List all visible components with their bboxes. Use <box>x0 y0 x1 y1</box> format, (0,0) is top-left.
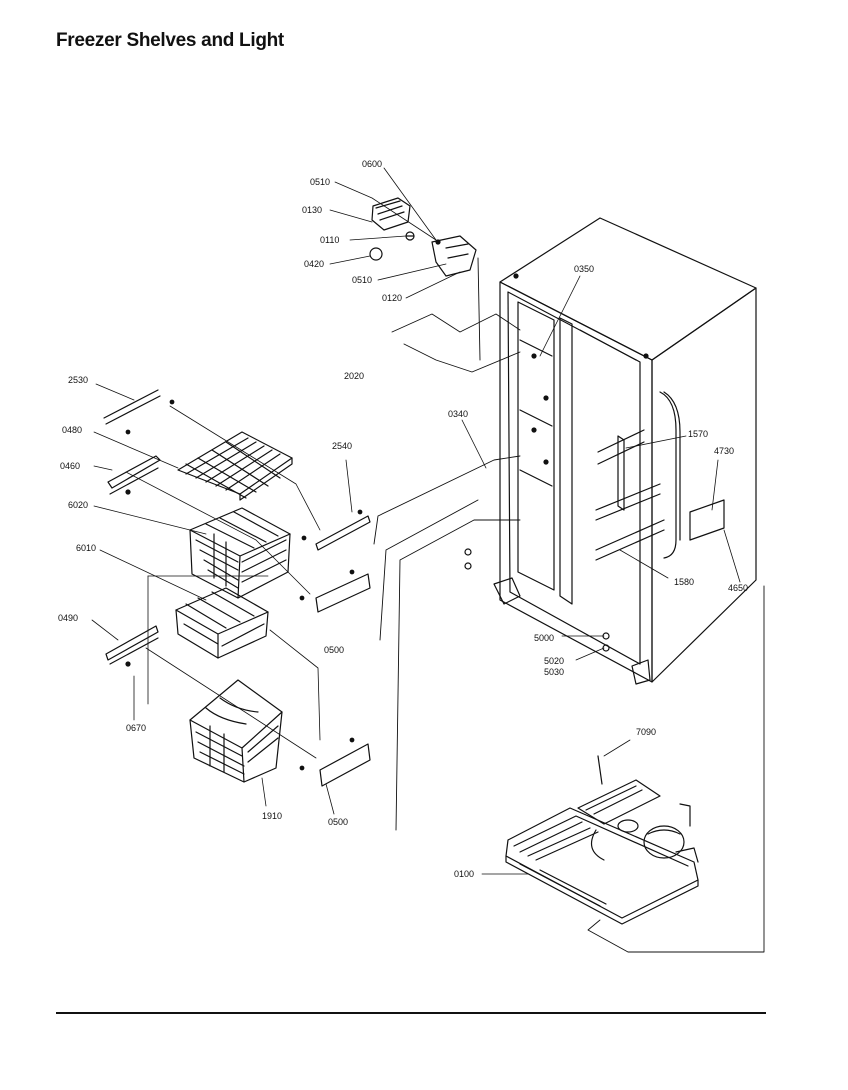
callout-1910: 1910 <box>262 811 283 821</box>
callout-0460: 0460 <box>60 461 81 471</box>
callout-0420: 0420 <box>304 259 325 269</box>
callout-5030: 5030 <box>544 667 565 677</box>
callout-0490: 0490 <box>58 613 79 623</box>
callout-0500-upper: 0500 <box>324 645 345 655</box>
callout-0130: 0130 <box>302 205 323 215</box>
callout-0340: 0340 <box>448 409 469 419</box>
callout-0120: 0120 <box>382 293 403 303</box>
freezer-basket-middle <box>92 550 320 758</box>
callout-4730: 4730 <box>714 446 735 456</box>
callout-1570: 1570 <box>688 429 709 439</box>
callout-7090: 7090 <box>636 727 657 737</box>
callout-1580: 1580 <box>674 577 695 587</box>
callout-5020: 5020 <box>544 656 565 666</box>
callout-0670: 0670 <box>126 723 147 733</box>
cabinet-leaders <box>462 276 740 660</box>
callout-0600: 0600 <box>362 159 383 169</box>
footer-rule <box>56 1012 766 1014</box>
callout-6020: 6020 <box>68 500 89 510</box>
light-leaders <box>330 168 460 298</box>
freezer-cabinet <box>465 218 756 684</box>
callout-2020: 2020 <box>344 371 365 381</box>
freezer-basket-upper <box>94 432 370 612</box>
callout-0110: 0110 <box>320 235 340 245</box>
light-assembly <box>370 198 476 276</box>
machine-compartment-assembly <box>482 740 698 924</box>
callout-6010: 6010 <box>76 543 97 553</box>
callout-0100: 0100 <box>454 869 475 879</box>
callout-0500-lower: 0500 <box>328 817 349 827</box>
page-title: Freezer Shelves and Light <box>56 30 284 51</box>
callout-0510: 0510 <box>310 177 331 187</box>
group-outline-frames <box>374 258 764 952</box>
callout-5000: 5000 <box>534 633 555 643</box>
callout-0350: 0350 <box>574 264 595 274</box>
callout-4650: 4650 <box>728 583 749 593</box>
callout-0480: 0480 <box>62 425 83 435</box>
callout-0510-lower: 0510 <box>352 275 373 285</box>
freezer-basket-lower <box>190 680 370 814</box>
freezer-wire-shelf <box>96 384 370 550</box>
callout-2540: 2540 <box>332 441 353 451</box>
callout-2530: 2530 <box>68 375 89 385</box>
